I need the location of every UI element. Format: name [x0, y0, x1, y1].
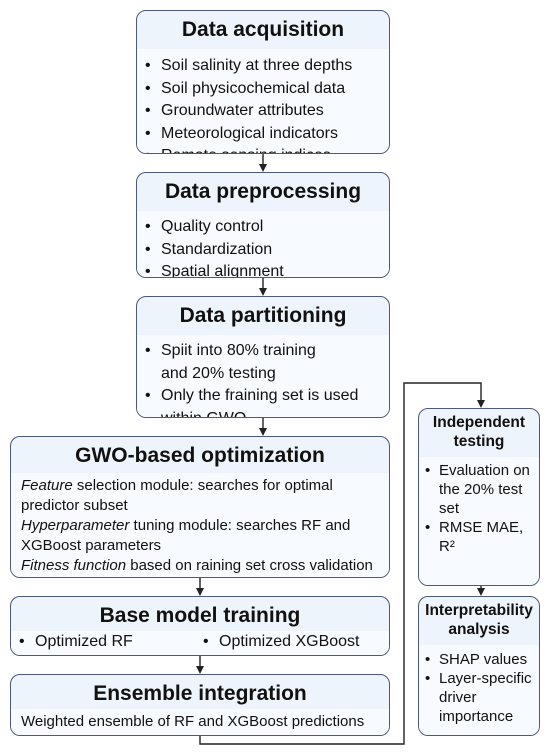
- ensemble-integration-box: Ensemble integration Weighted ensemble o…: [10, 674, 390, 736]
- data-acquisition-title: Data acquisition: [181, 18, 345, 41]
- feature-desc: predictor subset: [21, 497, 128, 514]
- hyperparameter-label: Hyperparameter: [21, 517, 130, 534]
- list-item: Standardization: [137, 239, 389, 262]
- independent-testing-title: Independent testing: [419, 409, 539, 451]
- list-item: Groundwater attributes: [137, 100, 389, 123]
- independent-testing-box: Independent testing Evaluation on the 20%…: [418, 408, 540, 586]
- interpretability-analysis-box: Interpretability analysis SHAP values Lay…: [418, 596, 540, 736]
- list-item: Only the fraining set is used within GWO: [137, 385, 389, 418]
- feature-selection-text: Feature selection module: searches for o…: [11, 476, 389, 516]
- data-partitioning-title: Data partitioning: [179, 304, 347, 327]
- gwo-optimization-box: GWO-based optimization Feature selection…: [10, 436, 390, 578]
- data-preprocessing-title: Data preprocessing: [164, 180, 362, 203]
- data-preprocessing-box: Data preprocessing Quality control Stand…: [136, 172, 390, 278]
- title-line: Independent: [432, 414, 526, 431]
- list-item: Spiit into 80% training and 20% testing: [137, 340, 389, 385]
- list-item: Soil physicochemical data: [137, 78, 389, 101]
- title-line: testing: [453, 433, 505, 450]
- feature-label: Feature: [21, 477, 73, 494]
- ensemble-integration-title: Ensemble integration: [93, 682, 307, 705]
- list-item: Evaluation on the 20% test set: [419, 461, 539, 518]
- list-item: Soil salinity at three depths: [137, 55, 389, 78]
- list-item: SHAP values: [419, 650, 539, 669]
- hyperparameter-text: Hyperparameter tuning module: searches R…: [11, 516, 389, 556]
- ensemble-text: Weighted ensemble of RF and XGBoost pred…: [21, 713, 365, 730]
- title-line: Interpretability: [425, 602, 533, 619]
- interpretability-analysis-title: Interpretability analysis: [419, 597, 539, 639]
- list-item: Quality control: [137, 216, 389, 239]
- hyperparameter-desc: XGBoost parameters: [21, 537, 162, 554]
- list-item: Layer-specific driver importance: [419, 669, 539, 726]
- base-model-training-title: Base model training: [99, 604, 301, 627]
- fitness-function-text: Fitness function based on raining set cr…: [11, 556, 389, 576]
- partition-line: within GWO: [161, 409, 247, 418]
- partition-line: and 20% testing: [161, 364, 276, 382]
- data-partitioning-box: Data partitioning Spiit into 80% trainin…: [136, 296, 390, 418]
- hyperparameter-desc: tuning module: searches RF and: [129, 517, 351, 534]
- list-item: Remote sensing indices: [137, 145, 389, 153]
- title-line: analysis: [448, 621, 510, 638]
- fitness-desc: based on raining set cross validation: [126, 557, 373, 574]
- partition-line: Only the fraining set is used: [161, 387, 359, 404]
- partition-line: Spiit into 80% training: [161, 342, 316, 359]
- fitness-label: Fitness function: [21, 557, 127, 574]
- base-model-training-box: Base model training Optimized RF Optimiz…: [10, 596, 390, 656]
- list-item: RMSE MAE, R²: [419, 518, 539, 556]
- list-item: Spatial alignment: [137, 261, 389, 277]
- feature-desc: selection module: searches for optimal: [72, 477, 333, 494]
- list-item: Meteorological indicators: [137, 123, 389, 146]
- list-item: Optimized XGBoost: [195, 631, 360, 654]
- data-acquisition-box: Data acquisition Soil salinity at three …: [136, 10, 390, 154]
- gwo-optimization-title: GWO-based optimization: [75, 444, 325, 467]
- list-item: Optimized RF: [11, 631, 195, 654]
